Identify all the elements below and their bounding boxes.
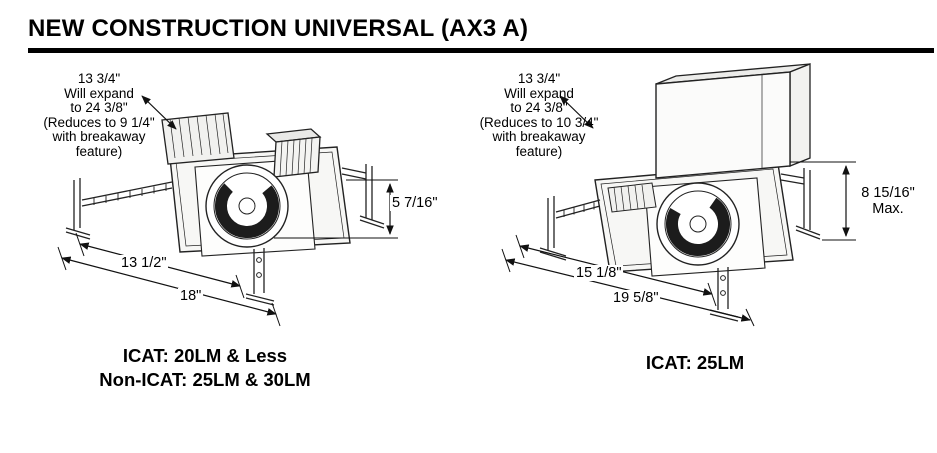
dim-height-left: 5 7/16" xyxy=(390,195,440,211)
page-title: NEW CONSTRUCTION UNIVERSAL (AX3 A) xyxy=(28,15,529,42)
annotation-line: Will expand xyxy=(64,85,134,101)
hanger-bar-right xyxy=(780,168,821,240)
dim-width-inner-left: 13 1/2" xyxy=(119,255,169,271)
expansion-note-right: 13 3/4" Will expand to 24 3/8" (Reduces … xyxy=(467,71,611,160)
dim-width-outer-right: 19 5/8" xyxy=(611,290,661,306)
caption-line: Non-ICAT: 25LM & 30LM xyxy=(99,369,311,390)
front-bracket xyxy=(245,248,275,306)
hanger-bar-left xyxy=(65,178,173,240)
dimension-lines-left xyxy=(57,95,398,327)
hanger-bar-left xyxy=(539,196,601,261)
annotation-line: to 24 3/8" xyxy=(510,100,568,116)
dim-height-value: 8 15/16" xyxy=(861,185,915,201)
light-aperture xyxy=(205,164,289,248)
light-aperture xyxy=(656,182,740,266)
expansion-note-left: 13 3/4" Will expand to 24 3/8" (Reduces … xyxy=(27,71,171,160)
annotation-line: with breakaway xyxy=(492,129,586,145)
annotation-line: feature) xyxy=(515,143,563,159)
annotation-line: feature) xyxy=(75,143,123,159)
driver-housing xyxy=(265,128,322,178)
junction-box xyxy=(161,112,235,165)
annotation-line: Will expand xyxy=(504,85,574,101)
plenum-box xyxy=(655,63,811,179)
caption-left: ICAT: 20LM & Less Non-ICAT: 25LM & 30LM xyxy=(38,344,372,392)
caption-right: ICAT: 25LM xyxy=(552,351,838,375)
dim-height-note: Max. xyxy=(872,201,904,217)
caption-line: ICAT: 20LM & Less xyxy=(122,345,288,366)
annotation-line: with breakaway xyxy=(52,129,146,145)
front-bracket xyxy=(709,267,739,322)
fixture-drawing-left xyxy=(57,95,398,327)
dim-height-right: 8 15/16" Max. xyxy=(852,185,924,217)
annotation-line: 13 3/4" xyxy=(517,71,561,86)
annotation-line: (Reduces to 10 3/4" xyxy=(479,114,599,130)
annotation-line: to 24 3/8" xyxy=(70,100,128,116)
annotation-line: (Reduces to 9 1/4" xyxy=(43,114,155,130)
title-underline xyxy=(28,48,934,53)
hanger-bar-right xyxy=(341,164,385,229)
dim-width-outer-left: 18" xyxy=(178,288,204,304)
fixture-drawing-right xyxy=(501,63,856,327)
junction-box xyxy=(607,182,657,213)
annotation-line: 13 3/4" xyxy=(77,71,121,86)
dim-width-inner-right: 15 1/8" xyxy=(574,265,624,281)
caption-line: ICAT: 25LM xyxy=(645,352,745,373)
